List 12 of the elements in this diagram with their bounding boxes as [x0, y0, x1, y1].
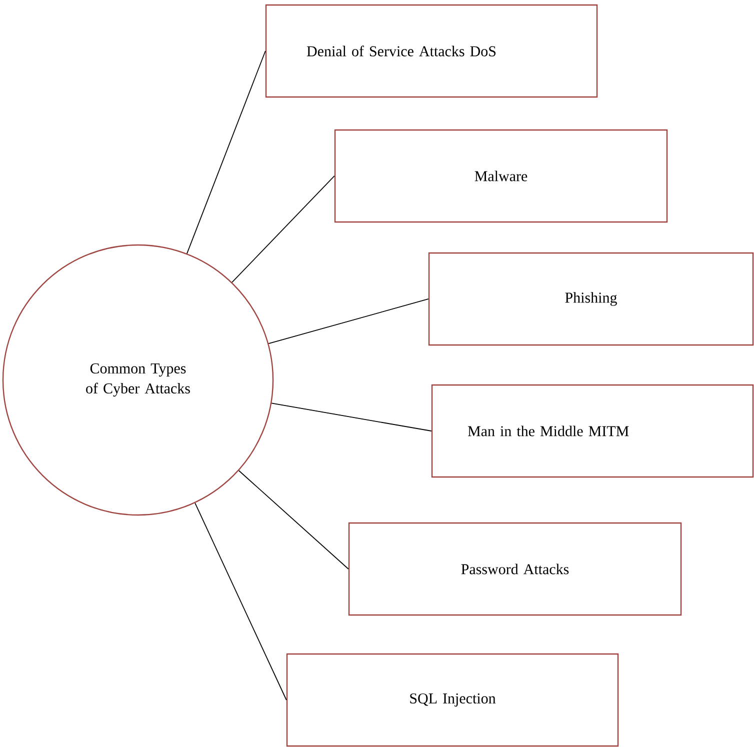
attack-box: Denial of Service Attacks DoS — [265, 4, 598, 98]
attack-box: Man in the Middle MITM — [431, 384, 754, 478]
attack-box: SQL Injection — [286, 653, 619, 747]
connector-line — [186, 50, 266, 254]
connector-line — [194, 502, 287, 700]
connector-line — [271, 402, 432, 432]
attack-box: Malware — [334, 129, 668, 223]
connector-line — [238, 470, 349, 570]
attack-box: Phishing — [428, 252, 754, 346]
connector-line — [232, 176, 335, 283]
attack-box: Password Attacks — [348, 522, 682, 616]
connector-line — [268, 298, 429, 344]
